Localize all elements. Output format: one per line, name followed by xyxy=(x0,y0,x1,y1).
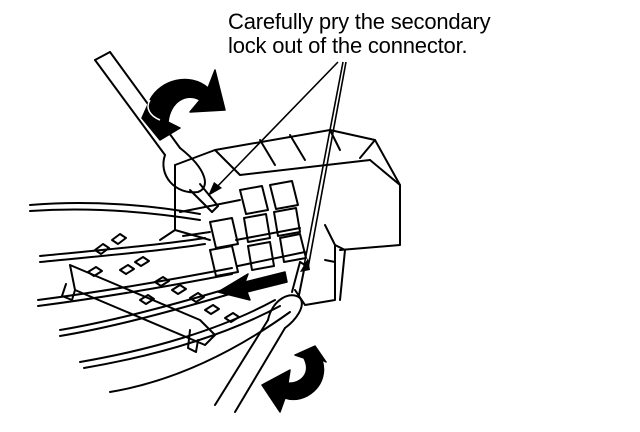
leader-arrowhead-left xyxy=(208,182,222,196)
pull-direction-arrow-icon xyxy=(217,271,288,301)
leader-line-right-2 xyxy=(307,61,347,269)
leader-line-right xyxy=(303,61,344,267)
lock-tab-strip xyxy=(61,233,240,353)
upper-screwdriver xyxy=(94,51,219,213)
curved-rotation-arrow-icon xyxy=(261,345,327,413)
instruction-caption: Carefully pry the secondary lock out of … xyxy=(228,10,548,58)
caption-line-1: Carefully pry the secondary xyxy=(228,9,491,34)
leader-arrowheads xyxy=(208,182,310,272)
wire-harness xyxy=(29,202,291,393)
caption-line-2: lock out of the connector. xyxy=(228,33,468,58)
leader-arrowhead-right xyxy=(300,258,310,272)
curved-rotation-arrow-icon xyxy=(141,69,226,141)
secondary-lock xyxy=(179,180,307,277)
leader-lines xyxy=(211,61,347,269)
leader-line-left xyxy=(211,61,339,193)
